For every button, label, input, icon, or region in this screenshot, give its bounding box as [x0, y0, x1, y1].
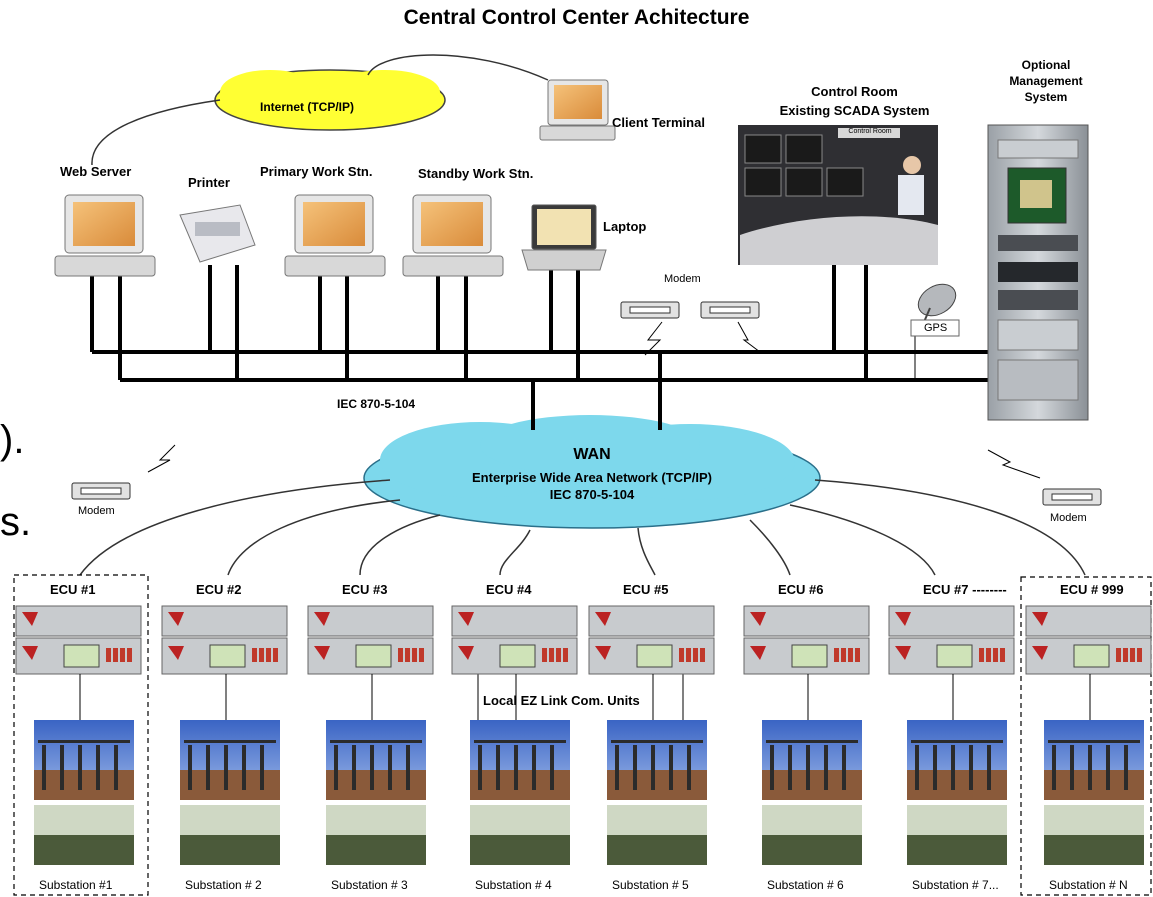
ecu-unit-4 [451, 605, 578, 865]
gps-label: GPS [924, 322, 948, 334]
web-server-label: Web Server [60, 164, 132, 179]
bus-protocol-label: IEC 870-5-104 [337, 397, 416, 411]
diagram-title: Central Control Center Achitecture [403, 6, 750, 29]
ecu-unit-7 [888, 605, 1015, 865]
substation-label-1: Substation #1 [39, 878, 113, 892]
ecu-label-8: ECU # 999 [1060, 582, 1124, 597]
web-server-computer [54, 194, 156, 277]
laptop-computer [521, 204, 607, 271]
ecu-label-4: ECU #4 [486, 582, 532, 597]
substation-label-8: Substation # N [1049, 878, 1128, 892]
ecu999-dashed-box [1020, 576, 1152, 896]
ecu-unit-1 [15, 605, 142, 865]
ecu-unit-6 [743, 605, 870, 865]
client-terminal-label: Client Terminal [612, 115, 705, 130]
system-label: System [1024, 90, 1068, 104]
ecu-label-1: ECU #1 [50, 582, 96, 597]
primary-workstation-computer [284, 194, 386, 277]
modem-label-right: Modem [1050, 512, 1087, 524]
ecu-unit-8 [1025, 605, 1152, 865]
control-room-photo [738, 125, 938, 265]
bus-lines [90, 265, 988, 430]
ecu-label-5: ECU #5 [623, 582, 669, 597]
substation-label-2: Substation # 2 [185, 878, 262, 892]
control-room-sign: Control Room [848, 128, 892, 135]
ecu-label-7: ECU #7 -------- [923, 582, 1007, 597]
management-label: Management [1009, 74, 1083, 88]
substation-label-3: Substation # 3 [331, 878, 408, 892]
local-ez-link-label: Local EZ Link Com. Units [483, 693, 640, 708]
substation-label-5: Substation # 5 [612, 878, 689, 892]
client-terminal-computer [539, 79, 616, 141]
ecu-graphics [15, 605, 1152, 865]
management-rack [987, 124, 1089, 421]
ecu-label-2: ECU #2 [196, 582, 242, 597]
ecu-label-3: ECU #3 [342, 582, 388, 597]
internet-cloud [214, 69, 446, 131]
substation-label-4: Substation # 4 [475, 878, 552, 892]
ecu-label-6: ECU #6 [778, 582, 824, 597]
laptop-label: Laptop [603, 219, 647, 234]
slide-fragment-1: ). [0, 418, 25, 462]
standby-workstation-label: Standby Work Stn. [418, 166, 534, 181]
modem-icon-2 [700, 301, 760, 319]
scada-label: Existing SCADA System [779, 103, 930, 118]
substation-label-6: Substation # 6 [767, 878, 844, 892]
control-room-label: Control Room [811, 84, 898, 99]
printer-device [179, 204, 256, 263]
wan-protocol: IEC 870-5-104 [549, 487, 635, 502]
modem-label-top: Modem [664, 273, 701, 285]
slide-fragment-2: s. [0, 500, 32, 544]
gps-dish-icon [910, 283, 960, 337]
standby-workstation-computer [402, 194, 504, 277]
internet-label: Internet (TCP/IP) [260, 100, 355, 114]
ecu-unit-3 [307, 605, 434, 865]
modem-icon-left [71, 482, 131, 500]
modem-icon-1 [620, 301, 680, 319]
ecu-unit-5 [588, 605, 715, 865]
primary-workstation-label: Primary Work Stn. [260, 164, 373, 179]
printer-label: Printer [188, 175, 230, 190]
ecu1-dashed-box [13, 574, 149, 896]
modem-label-left: Modem [78, 505, 115, 517]
substation-label-7: Substation # 7... [912, 878, 999, 892]
wan-title: WAN [573, 446, 611, 463]
wan-links [79, 479, 1086, 576]
modem-icon-right [1042, 488, 1102, 506]
wan-subtitle: Enterprise Wide Area Network (TCP/IP) [472, 470, 712, 485]
optional-label: Optional [1021, 58, 1071, 72]
ecu-unit-2 [161, 605, 288, 865]
